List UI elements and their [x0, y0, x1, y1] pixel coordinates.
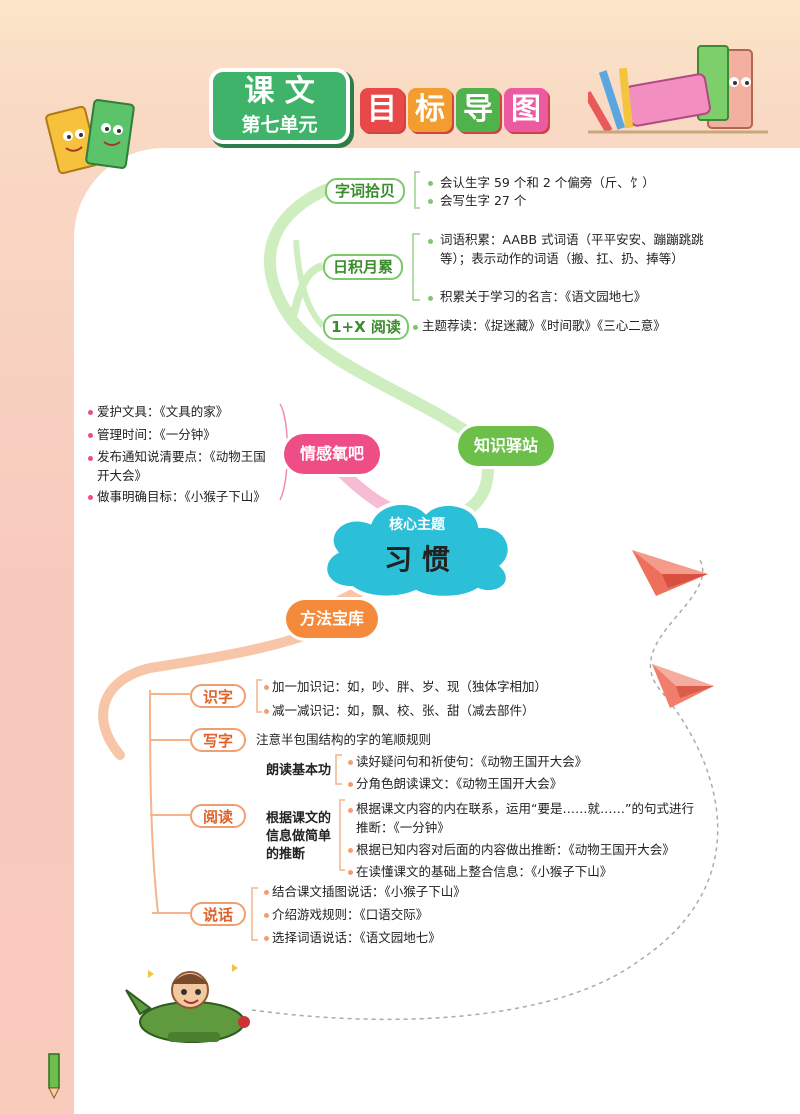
unit-label: 第七单元	[241, 114, 318, 136]
title-char-2: 标	[408, 88, 452, 132]
title-char-3: 导	[456, 88, 500, 132]
shuohua-item-2: 介绍游戏规则：《口语交际》	[272, 907, 429, 922]
bullet	[348, 808, 353, 813]
bullet	[264, 936, 269, 941]
pencil-illustration	[48, 1053, 60, 1100]
bullet	[428, 239, 433, 244]
paper-plane-icon	[652, 664, 714, 708]
node-rijiyuelei: 日积月累	[323, 254, 403, 280]
node-shuohua: 说话	[190, 902, 246, 926]
rijiyuelei-item-2: 积累关于学习的名言：《语文园地七》	[440, 289, 647, 304]
ziciwang-item-1: 会认生字 59 个和 2 个偏旁（斤、饣）	[440, 175, 655, 190]
shuohua-item-3: 选择词语说话：《语文园地七》	[272, 930, 441, 945]
paper-plane-icon	[632, 550, 708, 596]
pilot-airplane-illustration	[125, 964, 250, 1043]
bullet	[88, 410, 93, 415]
shizi-item-1: 加一加识记：如，吵、胖、岁、现（独体字相加）	[272, 679, 548, 694]
bullet	[428, 199, 433, 204]
emotion-item-4: 做事明确目标：《小猴子下山》	[97, 489, 266, 504]
ziciwang-item-2: 会写生字 27 个	[440, 193, 527, 208]
xiezi-item: 注意半包围结构的字的笔顺规则	[256, 732, 432, 747]
rijiyuelei-item-1: 词语积累：AABB 式词语（平平安安、蹦蹦跳跳等）；表示动作的词语（搬、扛、扔、…	[440, 232, 704, 266]
title-char-1: 目	[360, 88, 404, 132]
bullet	[264, 709, 269, 714]
yuedu-sub2-item-2: 根据已知内容对后面的内容做出推断：《动物王国开大会》	[356, 842, 675, 857]
yuedu-sub2: 根据课文的信息做简单的推断	[266, 811, 332, 862]
yuedu-sub1: 朗读基本功	[266, 763, 332, 778]
core-theme: 习 惯	[384, 543, 450, 576]
node-ziciwang: 字词拾贝	[325, 178, 405, 204]
node-reading: 1+X 阅读	[323, 314, 409, 340]
stationery-illustration	[588, 45, 768, 134]
node-yuedu: 阅读	[190, 804, 246, 828]
books-illustration	[45, 99, 135, 175]
node-shizi: 识字	[190, 684, 246, 708]
emotion-item-2: 管理时间：《一分钟》	[97, 427, 216, 442]
core-cloud	[323, 501, 512, 600]
bullet	[348, 760, 353, 765]
branch-method: 方法宝库	[286, 600, 378, 638]
yuedu-sub2-item-1: 根据课文内容的内在联系，运用“要是……就……”的句式进行推断：《一分钟》	[356, 801, 694, 835]
bullet	[88, 433, 93, 438]
content-paper	[74, 148, 800, 1114]
yuedu-sub2-item-3: 在读懂课文的基础上整合信息：《小猴子下山》	[356, 864, 613, 879]
shizi-item-2: 减一减识记：如，飘、校、张、甜（减去部件）	[272, 703, 535, 718]
emotion-item-3: 发布通知说清要点：《动物王国开大会》	[97, 449, 266, 483]
node-xiezi: 写字	[190, 728, 246, 752]
core-caption: 核心主题	[389, 517, 445, 533]
bullet	[413, 325, 418, 330]
shuohua-item-1: 结合课文插图说话：《小猴子下山》	[272, 884, 466, 899]
branch-knowledge: 知识驿站	[458, 426, 554, 466]
bullet	[88, 456, 93, 461]
bullet	[348, 870, 353, 875]
reading-item: 主题荐读：《捉迷藏》《时间歌》《三心二意》	[422, 318, 666, 333]
bullet	[88, 495, 93, 500]
kewen-badge	[213, 72, 346, 140]
bullet	[428, 296, 433, 301]
bullet	[348, 782, 353, 787]
bullet	[264, 890, 269, 895]
bullet	[348, 848, 353, 853]
yuedu-sub1-item-1: 读好疑问句和祈使句：《动物王国开大会》	[356, 754, 588, 769]
yuedu-sub1-item-2: 分角色朗读课文：《动物王国开大会》	[356, 776, 563, 791]
bullet	[264, 685, 269, 690]
title-char-4: 图	[504, 88, 548, 132]
branch-emotion: 情感氧吧	[284, 434, 380, 474]
bullet	[264, 913, 269, 918]
emotion-item-1: 爱护文具：《文具的家》	[97, 404, 229, 419]
kewen-label: 课 文	[244, 74, 315, 109]
bullet	[428, 181, 433, 186]
